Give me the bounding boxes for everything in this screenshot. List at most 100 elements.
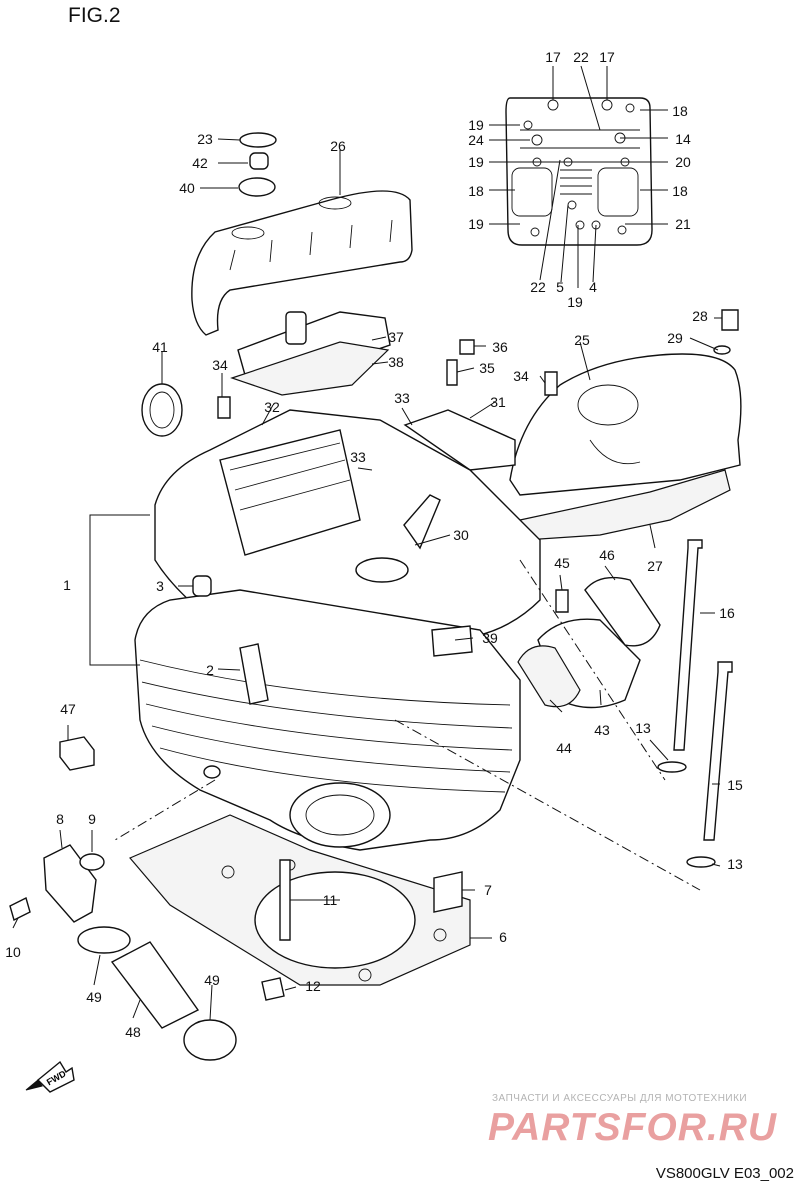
clamp-part-49-upper [77,926,131,954]
head-top-view-inset [505,97,653,246]
callout-23: 23 [197,131,213,147]
callout-32: 32 [264,399,280,415]
callout-18: 18 [672,183,688,199]
dowel-part-3 [192,575,212,597]
callout-17: 17 [599,49,615,65]
callout-3: 3 [156,578,164,594]
figure-code: VS800GLV E03_002 [655,1165,794,1182]
callout-24: 24 [468,132,484,148]
callout-42: 42 [192,155,208,171]
callout-11: 11 [323,892,338,908]
o-ring-part-9 [79,853,105,871]
bolt-part-28 [721,309,739,331]
callout-35: 35 [479,360,495,376]
callout-15: 15 [727,777,743,793]
fwd-arrow: FWD [25,1060,75,1093]
pad-part-31 [403,409,516,471]
callout-6: 6 [499,929,507,945]
seal-part-41 [141,383,183,437]
callout-39: 39 [482,630,498,646]
callout-38: 38 [388,354,404,370]
callout-19: 19 [468,154,484,170]
callout-14: 14 [675,131,691,147]
callout-29: 29 [667,330,683,346]
guide-part-2 [239,643,269,705]
callout-18: 18 [672,103,688,119]
callout-40: 40 [179,180,195,196]
washer-part-13-lower [686,856,716,868]
callout-48: 48 [125,1024,141,1040]
cylinder-head-part-1 [134,409,541,851]
callout-4: 4 [589,279,597,295]
bolt-part-34-left [217,396,231,419]
dowel-part-7 [433,871,463,913]
callout-49: 49 [86,989,102,1005]
stud-part-15 [703,661,733,841]
stud-part-35 [446,359,458,386]
callout-19: 19 [468,117,484,133]
callout-20: 20 [675,154,691,170]
assembly-line-stud-15 [394,719,701,891]
callout-22: 22 [573,49,589,65]
hose-part-48 [110,941,200,1029]
callout-41: 41 [152,339,168,355]
callout-27: 27 [647,558,663,574]
holder-part-46 [584,576,661,647]
callout-2: 2 [206,662,214,678]
callout-19: 19 [468,216,484,232]
bush-part-42 [249,152,269,170]
figure-title: FIG.2 [68,4,121,27]
callout-22: 22 [530,279,546,295]
washer-part-13-upper [657,761,687,773]
callout-36: 36 [492,339,508,355]
callout-12: 12 [305,978,321,994]
callout-34: 34 [513,368,529,384]
gasket-part-38 [230,341,390,396]
nut-part-36 [459,339,475,355]
callout-18: 18 [468,183,484,199]
callout-43: 43 [594,722,610,738]
watermark-brand: PARTSFOR.RU [488,1106,778,1149]
callout-33: 33 [394,390,410,406]
head-cover-part-25 [509,353,742,496]
callout-5: 5 [556,279,564,295]
bolt-part-45 [555,589,569,613]
stud-part-11 [279,859,291,941]
clamp-part-49-lower [183,1019,237,1061]
watermark-tagline: ЗАПЧАСТИ И АКСЕССУАРЫ ДЛЯ МОТОТЕХНИКИ [492,1093,748,1104]
gasket-part-44 [517,645,581,708]
callout-19: 19 [567,294,583,310]
callout-44: 44 [556,740,572,756]
callout-7: 7 [484,882,492,898]
callout-28: 28 [692,308,708,324]
callout-34: 34 [212,357,228,373]
callout-10: 10 [5,944,21,960]
callout-33: 33 [350,449,366,465]
bracket-part-1 [89,514,150,666]
stud-part-16 [673,539,703,751]
callout-31: 31 [490,394,506,410]
callout-13: 13 [727,856,743,872]
bolt-part-10 [9,896,31,922]
callout-30: 30 [453,527,469,543]
callout-21: 21 [675,216,691,232]
washer-part-23 [239,132,277,148]
callout-26: 26 [330,138,346,154]
callout-17: 17 [545,49,561,65]
callout-45: 45 [554,555,570,571]
callout-13: 13 [635,720,651,736]
callout-49: 49 [204,972,220,988]
strip-part-39 [431,625,473,657]
callout-1: 1 [63,577,71,593]
callout-9: 9 [88,811,96,827]
callout-46: 46 [599,547,615,563]
callout-37: 37 [388,329,404,345]
grommet-part-40 [238,177,276,197]
block-part-47 [59,736,95,771]
bolt-part-34-right [544,371,558,396]
callout-47: 47 [60,701,76,717]
assembly-line-stud-16 [519,559,666,781]
callout-25: 25 [574,332,590,348]
